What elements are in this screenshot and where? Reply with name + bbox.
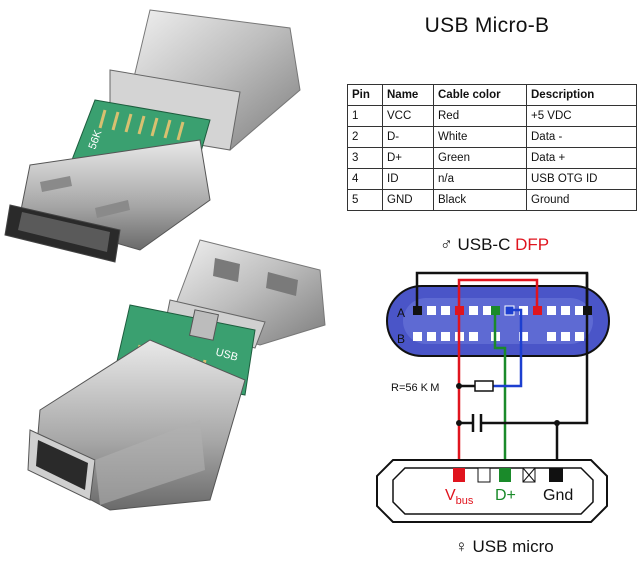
table-row: 1 VCC Red +5 VDC [347, 105, 637, 127]
table-cell: Black [433, 189, 527, 211]
wiring-diagram: ♂ USB-C DFP A B [376, 235, 610, 556]
vbus-label: Vbus [445, 487, 474, 507]
table-cell: Green [433, 147, 527, 169]
table-cell: Red [433, 105, 527, 127]
table-cell: USB OTG ID [526, 168, 637, 190]
table-cell: 4 [347, 168, 383, 190]
column-header-name: Name [382, 84, 434, 106]
adapter-photo-top: 56K [4, 9, 301, 263]
table-cell: +5 VDC [526, 105, 637, 127]
pin-a-gnd [413, 306, 422, 315]
resistor-symbol [474, 380, 494, 392]
micro-pin-dminus [477, 467, 491, 483]
column-header-description: Description [526, 84, 637, 106]
micro-pin-id [522, 467, 536, 483]
adapter-photo-bottom: USB [27, 239, 326, 511]
table-cell: VCC [382, 105, 434, 127]
table-cell: 1 [347, 105, 383, 127]
pinout-table: Pin Name Cable color Description 1 VCC R… [347, 84, 637, 211]
table-cell: GND [382, 189, 434, 211]
table-cell: ID [382, 168, 434, 190]
adapter-photos: 56K USB [4, 9, 326, 511]
column-header-cable-color: Cable color [433, 84, 527, 106]
usb-c-label: ♂ USB-C DFP [440, 235, 549, 254]
board-marking-bottom: USB [214, 346, 239, 363]
table-cell: 5 [347, 189, 383, 211]
table-cell: D+ [382, 147, 434, 169]
table-row: 3 D+ Green Data + [347, 147, 637, 169]
table-row: 5 GND Black Ground [347, 189, 637, 211]
pin-a-vbus-2 [533, 306, 542, 315]
table-cell: n/a [433, 168, 527, 190]
table-cell: Ground [526, 189, 637, 211]
column-header-pin: Pin [347, 84, 383, 106]
page-title: USB Micro-B [424, 14, 550, 37]
micro-pin-dplus [499, 468, 511, 482]
micro-pin-gnd [549, 468, 563, 482]
table-header-row: Pin Name Cable color Description [347, 84, 637, 106]
row-b-label: B [397, 332, 405, 346]
dplus-label: D+ [495, 487, 516, 504]
usb-micro-label: ♀ USB micro [455, 537, 554, 556]
table-cell: Data + [526, 147, 637, 169]
table-row: 4 ID n/a USB OTG ID [347, 168, 637, 190]
table-cell: 2 [347, 126, 383, 148]
table-cell: White [433, 126, 527, 148]
table-cell: 3 [347, 147, 383, 169]
row-a-label: A [397, 306, 405, 320]
table-cell: Data - [526, 126, 637, 148]
table-cell: D- [382, 126, 434, 148]
gnd-label: Gnd [543, 487, 573, 504]
table-row: 2 D- White Data - [347, 126, 637, 148]
resistor-label: R=56 K M [391, 382, 439, 394]
micro-pin-vbus [453, 468, 465, 482]
capacitor-symbol [471, 414, 483, 432]
